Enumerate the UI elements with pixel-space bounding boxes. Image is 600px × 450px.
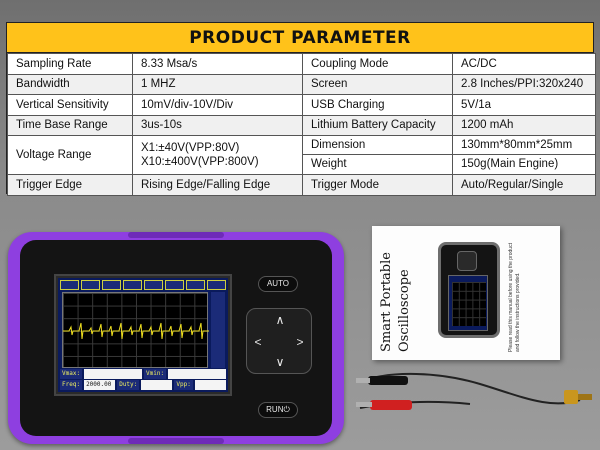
spec-value: 10mV/div-10V/Div (132, 94, 303, 116)
freq-label: Freq: (60, 380, 83, 390)
spec-value-group: 130mm*80mm*25mm 150g(Main Engine) (452, 135, 596, 175)
spec-value: Auto/Regular/Single (452, 174, 596, 196)
lcd-chip (186, 280, 205, 290)
lcd-row: Freq: 2000.00 Duty: Vpp: (60, 380, 226, 390)
mini-dpad (457, 251, 477, 271)
duty-value (141, 380, 173, 390)
spec-label: Voltage Range (7, 135, 133, 175)
spec-value: 2.8 Inches/PPI:320x240 (452, 73, 596, 95)
power-icon: ⏻ (283, 405, 290, 414)
lcd-status-bar (60, 280, 226, 290)
vpp-label: Vpp: (174, 380, 193, 390)
spec-value: 3us-10s (132, 114, 303, 136)
spec-row: Vertical Sensitivity 10mV/div-10V/Div US… (7, 94, 596, 116)
spec-panel: PRODUCT PARAMETER Sampling Rate 8.33 Msa… (6, 22, 596, 196)
spec-label: Time Base Range (7, 114, 133, 136)
spec-label: USB Charging (302, 94, 453, 116)
manual-title: Smart Portable Oscilloscope (378, 240, 434, 352)
lcd-side-panel (211, 292, 225, 368)
lcd-label: Vmin: (144, 369, 167, 379)
arrow-right-icon[interactable]: > (296, 335, 304, 349)
spec-value: 130mm*80mm*25mm (453, 136, 595, 155)
spec-value: X1:±40V(VPP:80V) X10:±400V(VPP:800V) (132, 135, 303, 175)
spec-value: AC/DC (452, 53, 596, 75)
bnc-connector (564, 390, 578, 404)
spec-label: Trigger Edge (7, 174, 133, 196)
oscilloscope-device: Vmax: Vmin: Freq: 2000.00 Duty: Vpp: (8, 232, 344, 444)
spec-row: Time Base Range 3us-10s Lithium Battery … (7, 114, 596, 136)
spec-row: Bandwidth 1 MHZ Screen 2.8 Inches/PPI:32… (7, 73, 596, 95)
run-button[interactable]: RUN⏻ (258, 402, 298, 418)
manual-note: Please read this manual before using the… (508, 243, 521, 352)
spec-label: Dimension (303, 136, 452, 155)
spec-label: Bandwidth (7, 73, 133, 95)
spec-label: Screen (302, 73, 453, 95)
lcd-value (84, 369, 142, 379)
duty-label: Duty: (117, 380, 140, 390)
voltage-range-x10: X10:±400V(VPP:800V) (141, 156, 259, 168)
lcd-measure-panel: Vmax: Vmin: Freq: 2000.00 Duty: Vpp: (60, 368, 226, 390)
spec-value: 5V/1a (452, 94, 596, 116)
spec-label: Trigger Mode (302, 174, 453, 196)
lcd-chip (102, 280, 121, 290)
bnc-pin (578, 394, 592, 400)
spec-label-group: Dimension Weight (302, 135, 453, 175)
lcd-value (168, 369, 226, 379)
run-label: RUN (266, 405, 284, 414)
manual-device-image (438, 242, 500, 338)
red-clip (370, 400, 412, 410)
spec-title: PRODUCT PARAMETER (7, 23, 593, 53)
spec-value: 8.33 Msa/s (132, 53, 303, 75)
mini-screen (448, 275, 488, 331)
spec-label: Sampling Rate (7, 53, 133, 75)
bumper-notch (128, 438, 224, 444)
manual-title-line: Oscilloscope (397, 269, 412, 352)
spec-label: Vertical Sensitivity (7, 94, 133, 116)
spec-value: 1 MHZ (132, 73, 303, 95)
screen-bezel: Vmax: Vmin: Freq: 2000.00 Duty: Vpp: (54, 274, 232, 396)
waveform-trace (63, 322, 209, 340)
auto-button[interactable]: AUTO (258, 276, 298, 292)
arrow-up-icon[interactable]: ∧ (275, 313, 285, 327)
spec-value: 150g(Main Engine) (461, 158, 559, 170)
red-clip-tip (356, 402, 372, 407)
freq-value: 2000.00 (84, 380, 116, 390)
lcd-chip (81, 280, 100, 290)
spec-value: 1200 mAh (452, 114, 596, 136)
user-manual: Smart Portable Oscilloscope Please read … (372, 226, 560, 360)
lcd-label: Vmax: (60, 369, 83, 379)
voltage-range-x1: X1:±40V(VPP:80V) (141, 142, 240, 154)
spec-table: Sampling Rate 8.33 Msa/s Coupling Mode A… (7, 53, 596, 196)
spec-label: Lithium Battery Capacity (302, 114, 453, 136)
vpp-value (194, 380, 226, 390)
lcd-chip (144, 280, 163, 290)
lcd-chip (123, 280, 142, 290)
lcd-screen: Vmax: Vmin: Freq: 2000.00 Duty: Vpp: (58, 278, 228, 392)
spec-label: Coupling Mode (302, 53, 453, 75)
direction-pad[interactable]: ∧ ∨ < > (246, 308, 312, 374)
probe-cable (356, 373, 592, 410)
device-body: Vmax: Vmin: Freq: 2000.00 Duty: Vpp: (20, 240, 332, 436)
black-clip-tip (356, 378, 370, 383)
lcd-chip (165, 280, 184, 290)
battery-icon (207, 280, 226, 290)
black-clip (368, 376, 408, 385)
arrow-left-icon[interactable]: < (254, 335, 262, 349)
spec-row: Trigger Edge Rising Edge/Falling Edge Tr… (7, 174, 596, 196)
spec-label: Weight (311, 158, 347, 170)
lcd-row: Vmax: Vmin: (60, 369, 226, 379)
manual-title-line: Smart Portable (379, 252, 394, 352)
spec-row: Sampling Rate 8.33 Msa/s Coupling Mode A… (7, 53, 596, 75)
arrow-down-icon[interactable]: ∨ (275, 355, 285, 369)
bumper-notch (128, 232, 224, 238)
waveform-grid (62, 292, 209, 368)
lcd-chip (60, 280, 79, 290)
spec-row: Voltage Range X1:±40V(VPP:80V) X10:±400V… (7, 135, 596, 175)
spec-value: Rising Edge/Falling Edge (132, 174, 303, 196)
